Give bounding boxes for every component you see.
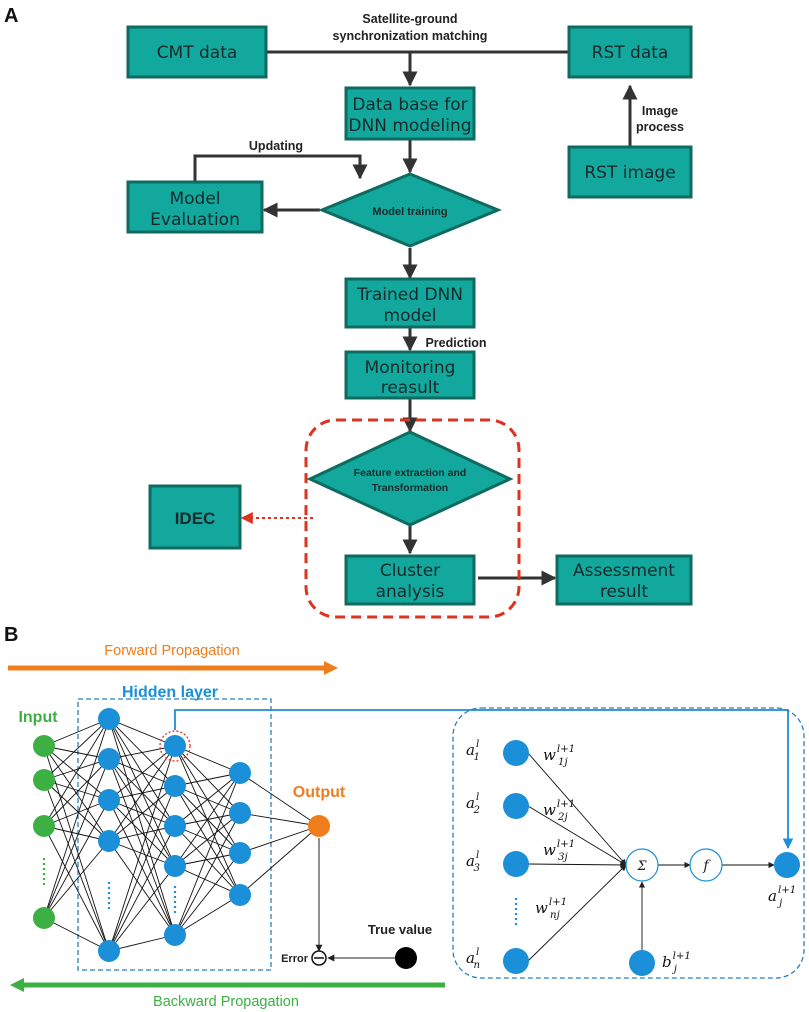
- hidden2-neuron: [164, 855, 186, 877]
- zoom-link-arrow: [174, 709, 794, 850]
- network-nodes: [33, 708, 330, 962]
- image-process-label-line1: Image: [642, 104, 678, 118]
- updating-arrow: [193, 154, 368, 182]
- hidden3-neuron: [229, 884, 251, 906]
- highlighted-neuron-ring: [159, 730, 191, 762]
- feature-extraction-diamond: Feature extraction and Transformation: [306, 430, 514, 527]
- database-label-line2: DNN modeling: [348, 116, 471, 136]
- model-eval-label-line2: Evaluation: [150, 210, 240, 230]
- network-edges: [43, 718, 320, 952]
- model-training-diamond: Model training: [318, 172, 502, 248]
- hidden1-neuron: [98, 940, 120, 962]
- input-label: Input: [18, 709, 58, 726]
- sync-label-line2: synchronization matching: [333, 29, 488, 43]
- assessment-label-line2: result: [600, 582, 648, 602]
- input-neuron: [33, 769, 55, 791]
- trained-label-line1: Trained DNN: [356, 285, 463, 305]
- panel-a-label: A: [4, 5, 18, 27]
- hidden3-neuron: [229, 762, 251, 784]
- error-label: Error: [281, 953, 309, 965]
- model-training-label: Model training: [372, 206, 447, 218]
- activation-function-node: [689, 848, 723, 882]
- true-value-node: [395, 947, 417, 969]
- cmt-data-label: CMT data: [157, 43, 238, 63]
- hidden3-neuron: [229, 842, 251, 864]
- sum-symbol: Σ: [636, 859, 647, 874]
- sum-node: [625, 848, 659, 882]
- panel-b: B Forward Propagation Backward Propagati…: [4, 624, 805, 1010]
- forward-arrow-head: [324, 661, 338, 675]
- rst-image-label: RST image: [584, 163, 675, 183]
- input-neuron: [33, 735, 55, 757]
- forward-propagation-label: Forward Propagation: [104, 643, 239, 659]
- model-evaluation-box: Model Evaluation: [126, 180, 264, 234]
- database-box: Data base for DNN modeling: [344, 86, 476, 141]
- cluster-analysis-box: Cluster analysis: [344, 554, 476, 606]
- monitoring-label-line1: Monitoring: [365, 358, 456, 378]
- rst-image-box: RST image: [567, 145, 693, 199]
- hidden1-neuron: [98, 748, 120, 770]
- hidden3-neuron: [229, 802, 251, 824]
- hidden1-neuron: [98, 830, 120, 852]
- idec-label: IDEC: [175, 509, 216, 528]
- backward-arrow-head: [10, 978, 24, 992]
- f-symbol: f: [702, 858, 711, 874]
- detail-output-neuron: [774, 852, 800, 878]
- prediction-label: Prediction: [425, 336, 486, 350]
- rst-data-box: RST data: [567, 25, 693, 79]
- input-neuron: [33, 907, 55, 929]
- idec-box: IDEC: [148, 484, 242, 550]
- updating-label: Updating: [249, 139, 303, 153]
- detail-input-neuron: [503, 740, 529, 766]
- bias-node: [629, 950, 655, 976]
- output-label: Output: [293, 784, 346, 801]
- sync-label-line1: Satellite-ground: [362, 12, 457, 26]
- input-neuron: [33, 815, 55, 837]
- hidden1-neuron: [98, 789, 120, 811]
- hidden2-neuron: [164, 735, 186, 757]
- database-label-line1: Data base for: [352, 95, 467, 115]
- cluster-label-line2: analysis: [376, 582, 445, 602]
- trained-dnn-box: Trained DNN model: [344, 277, 476, 329]
- feature-label-line1: Feature extraction and: [354, 467, 467, 479]
- true-value-label: True value: [368, 922, 432, 937]
- hidden2-neuron: [164, 815, 186, 837]
- hidden-layer-label: Hidden layer: [122, 684, 218, 701]
- hidden2-neuron: [164, 924, 186, 946]
- panel-b-label: B: [4, 624, 18, 646]
- model-eval-label-line1: Model: [169, 189, 220, 209]
- detail-input-neuron: [503, 793, 529, 819]
- trained-label-line2: model: [384, 306, 437, 326]
- panel-a: A CMT data RST data Satellite-ground syn…: [4, 5, 693, 619]
- cmt-data-box: CMT data: [126, 25, 268, 79]
- feature-label-line2: Transformation: [372, 482, 448, 494]
- monitoring-box: Monitoring reasult: [344, 350, 476, 400]
- detail-input-neuron: [503, 851, 529, 877]
- detail-input-neuron: [503, 948, 529, 974]
- hidden2-neuron: [164, 775, 186, 797]
- assessment-box: Assessment result: [555, 554, 693, 606]
- neuron-detail-box: [452, 707, 805, 979]
- rst-data-label: RST data: [592, 43, 669, 63]
- cluster-label-line1: Cluster: [380, 561, 440, 581]
- monitoring-label-line2: reasult: [381, 378, 440, 398]
- backward-propagation-label: Backward Propagation: [153, 994, 299, 1010]
- assessment-label-line1: Assessment: [573, 561, 675, 581]
- image-process-label-line2: process: [636, 120, 684, 134]
- hidden1-neuron: [98, 708, 120, 730]
- output-neuron: [308, 815, 330, 837]
